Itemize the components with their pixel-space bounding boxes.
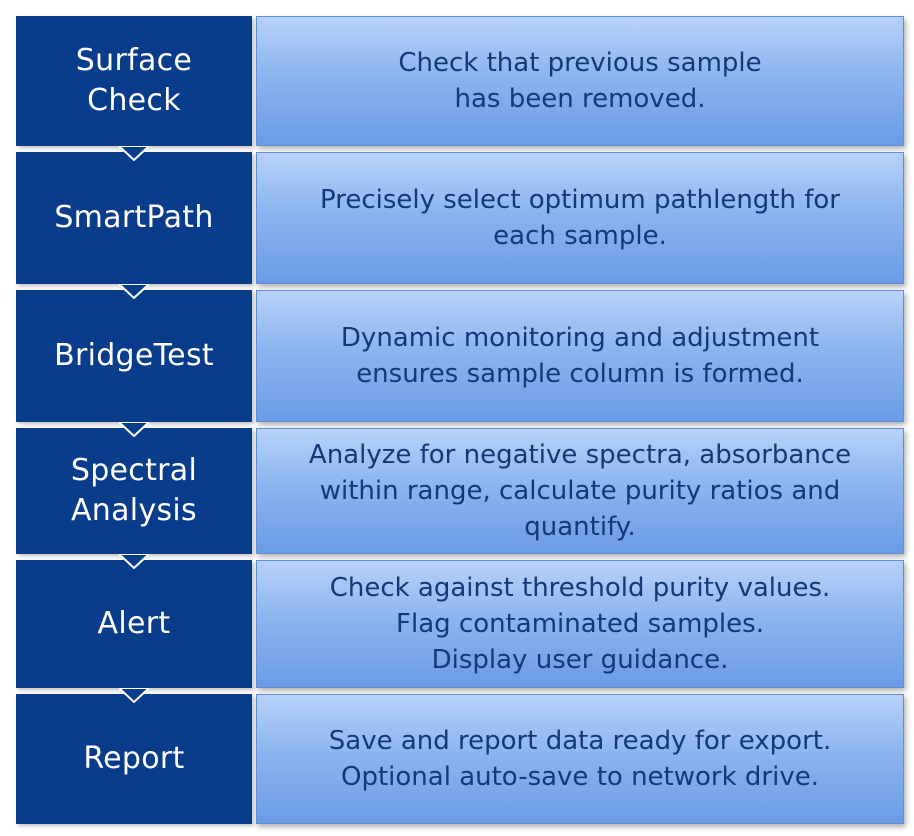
step-label-box: Report	[16, 694, 252, 824]
chevron-down-icon	[119, 422, 149, 437]
step-row-alert: Alert Check against threshold purity val…	[16, 560, 904, 688]
chevron-down-icon	[119, 146, 149, 161]
step-label-box: Alert	[16, 560, 252, 688]
step-label-box: Surface Check	[16, 16, 252, 146]
step-description-box: Check that previous sample has been remo…	[256, 16, 904, 146]
step-description: Dynamic monitoring and adjustment ensure…	[340, 323, 820, 389]
step-row-surface-check: Surface Check Check that previous sample…	[16, 16, 904, 146]
step-description: Analyze for negative spectra, absorbance…	[308, 440, 852, 542]
step-label-box: Spectral Analysis	[16, 428, 252, 554]
chevron-down-icon	[119, 284, 149, 299]
step-row-report: Report Save and report data ready for ex…	[16, 694, 904, 824]
chevron-down-icon	[119, 554, 149, 569]
step-label: Spectral Analysis	[70, 453, 198, 528]
step-row-bridgetest: BridgeTest Dynamic monitoring and adjust…	[16, 290, 904, 422]
step-description-box: Check against threshold purity values. F…	[256, 560, 904, 688]
step-label: SmartPath	[54, 200, 214, 235]
step-description: Check against threshold purity values. F…	[329, 573, 831, 675]
step-description-box: Precisely select optimum pathlength for …	[256, 152, 904, 284]
step-description-box: Save and report data ready for export. O…	[256, 694, 904, 824]
step-description: Check that previous sample has been remo…	[398, 48, 762, 114]
step-row-spectral-analysis: Spectral Analysis Analyze for negative s…	[16, 428, 904, 554]
step-label-box: BridgeTest	[16, 290, 252, 422]
step-description-box: Dynamic monitoring and adjustment ensure…	[256, 290, 904, 422]
step-label-box: SmartPath	[16, 152, 252, 284]
step-description-box: Analyze for negative spectra, absorbance…	[256, 428, 904, 554]
step-description: Save and report data ready for export. O…	[328, 726, 832, 792]
step-label: Report	[83, 741, 185, 776]
chevron-down-icon	[119, 688, 149, 703]
step-row-smartpath: SmartPath Precisely select optimum pathl…	[16, 152, 904, 284]
step-description: Precisely select optimum pathlength for …	[319, 185, 840, 251]
step-label: BridgeTest	[54, 338, 214, 373]
step-label: Surface Check	[75, 43, 193, 118]
step-label: Alert	[97, 606, 171, 641]
